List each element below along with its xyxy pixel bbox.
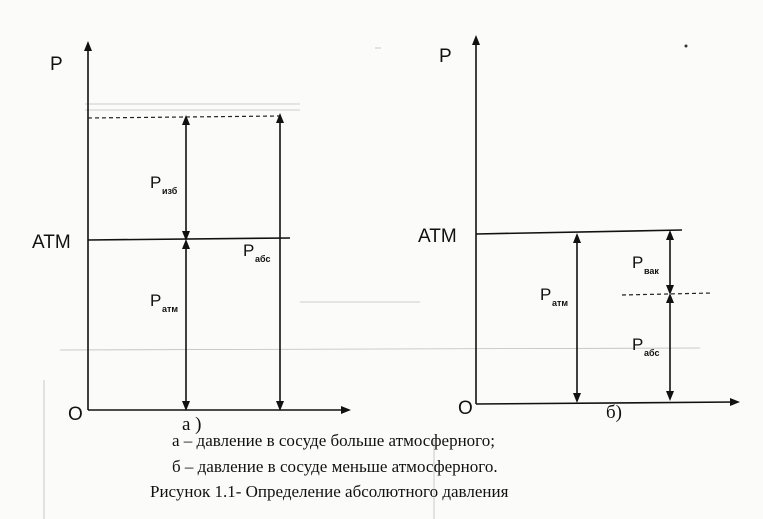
diagram-b-origin-label: O (458, 398, 473, 419)
caption-line-a: а – давление в сосуде больше атмосферног… (172, 431, 495, 450)
diagram-a-atm-line (87, 237, 291, 241)
svg-text:P: P (632, 253, 643, 272)
diagram-a-atm-label: ATM (32, 232, 71, 253)
diagram-b-p-vak-label: P вак (632, 253, 659, 276)
caption-title: Рисунок 1.1- Определение абсолютного дав… (150, 482, 509, 501)
figure-caption: а – давление в сосуде больше атмосферног… (150, 431, 509, 501)
diagram-b: P O ATM P атм P вак P абс (418, 35, 740, 423)
svg-text:P: P (540, 285, 551, 304)
diagram-a-abs-level-line (87, 115, 281, 119)
svg-text:P: P (243, 241, 254, 260)
diagram-b-p-abs-label: P абс (632, 335, 659, 358)
diagram-b-atm-label: ATM (418, 226, 457, 247)
svg-text:атм: атм (552, 298, 568, 308)
svg-text:абс: абс (255, 254, 270, 264)
diagram-a-origin-label: O (68, 404, 83, 425)
svg-text:P: P (150, 173, 161, 192)
svg-text:P: P (150, 291, 161, 310)
diagram-a-p-izb-label: P изб (150, 173, 178, 196)
diagram-b-atm-line (475, 229, 683, 235)
diagram-a-p-atm-label: P атм (150, 291, 178, 314)
diagram-b-p-atm-label: P атм (540, 285, 568, 308)
diagram-b-panel-label: б) (606, 402, 622, 423)
diagram-a-panel-label: а ) (182, 414, 202, 435)
scan-dot (684, 44, 688, 48)
caption-line-b: б – давление в сосуде меньше атмосферног… (172, 457, 498, 476)
diagram-b-abs-level-line (621, 292, 713, 296)
diagram-a: P O ATM P изб P атм P абс (32, 41, 351, 435)
svg-text:изб: изб (162, 186, 178, 196)
diagram-a-p-abs-label: P абс (243, 241, 270, 264)
svg-text:абс: абс (644, 348, 659, 358)
svg-text:вак: вак (644, 266, 659, 276)
scan-artifacts (43, 44, 701, 519)
svg-text:P: P (632, 335, 643, 354)
diagram-b-x-axis (475, 398, 740, 407)
svg-text:атм: атм (162, 304, 178, 314)
diagram-b-y-axis-label: P (439, 46, 452, 67)
diagram-a-y-axis-label: P (50, 54, 63, 75)
